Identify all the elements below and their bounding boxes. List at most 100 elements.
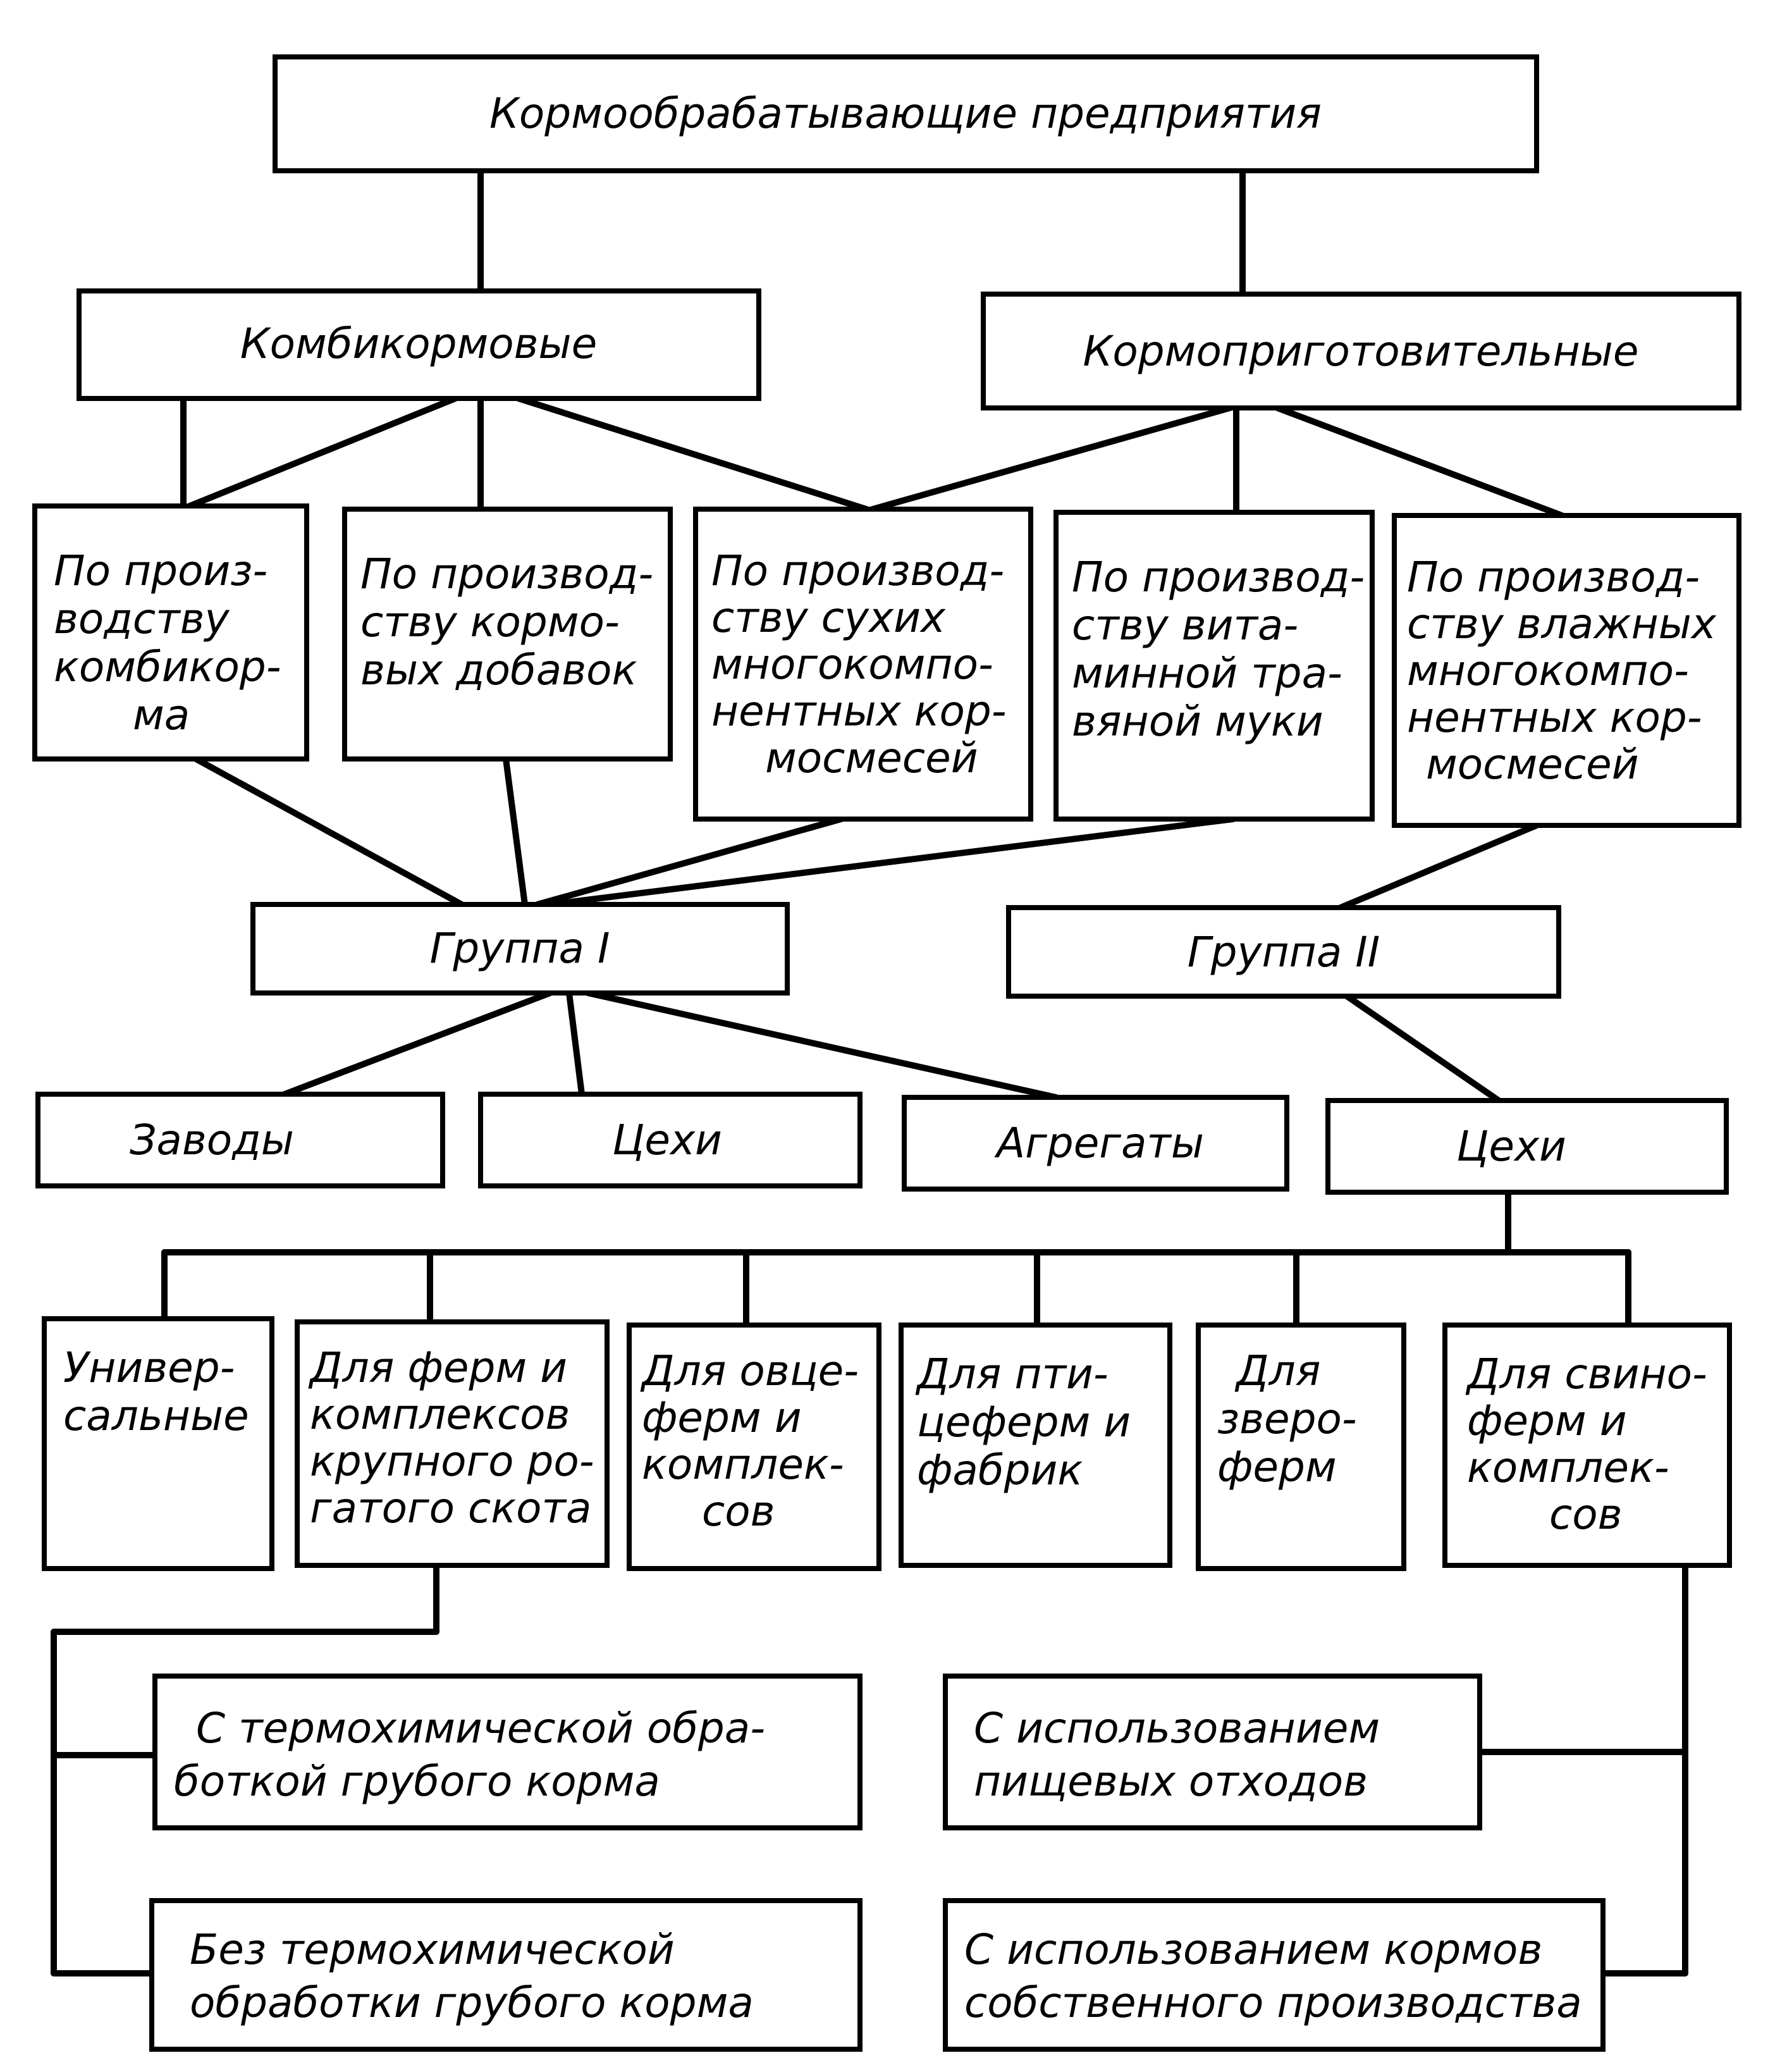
node-preparation: Кормоприготовительные: [981, 292, 1741, 410]
node-group-1: Группа I: [250, 902, 790, 996]
node-purpose-cattle-line: комплексов: [310, 1390, 570, 1439]
node-purpose-cattle: Для ферм и комплексов крупного ро- гатог…: [295, 1319, 610, 1568]
connector-line: [193, 756, 465, 908]
node-production-feed-additives-text: По производ- ству кормо- вых добавок: [360, 550, 666, 694]
node-production-dry-mixes-line: ству сухих: [711, 593, 946, 642]
node-combined-label: Комбикормовые: [240, 319, 598, 368]
node-purpose-poultry-line: Для пти-: [915, 1350, 1108, 1398]
connector-line: [869, 405, 1233, 512]
node-production-compound-feed: По произ- водству комбикор- ма: [32, 503, 309, 762]
node-production-wet-mixes-line: многокомпо-: [1407, 646, 1689, 695]
node-purpose-sheep-line: Для овце-: [640, 1347, 859, 1395]
node-production-grass-meal-line: ству вита-: [1072, 601, 1298, 650]
node-purpose-universal: Универ- сальные: [42, 1316, 274, 1571]
node-unit-workshops-group-2: Цехи: [1325, 1098, 1729, 1195]
node-production-wet-mixes-text: По производ- ству влажных многокомпо- не…: [1407, 553, 1729, 789]
node-purpose-pig-line: Для свино-: [1465, 1350, 1707, 1398]
node-purpose-sheep-line: ферм и: [642, 1393, 802, 1442]
connector-line: [547, 816, 1236, 908]
node-purpose-cattle-line: крупного ро-: [310, 1437, 594, 1486]
node-production-dry-mixes-line: многокомпо-: [711, 640, 993, 689]
node-pig-own-feed-line: собственного производства: [964, 1978, 1582, 2027]
node-production-compound-feed-text: По произ- водству комбикор- ма: [54, 546, 295, 739]
node-purpose-sheep-line: сов: [702, 1487, 775, 1536]
node-unit-workshops-group-2-label: Цехи: [1456, 1122, 1566, 1171]
node-unit-plants-label: Заводы: [130, 1116, 294, 1164]
node-purpose-universal-line: Универ-: [63, 1343, 235, 1392]
node-purpose-poultry-text: Для пти- цеферм и фабрик: [915, 1350, 1144, 1495]
connector-line: [1344, 993, 1502, 1104]
node-group-2: Группа II: [1006, 905, 1561, 999]
node-pig-food-waste-line: С использованием: [974, 1704, 1380, 1753]
node-production-grass-meal-line: вяной муки: [1072, 697, 1323, 746]
node-production-dry-mixes-line: мосмесей: [765, 734, 978, 782]
connector-line: [534, 816, 844, 908]
connector-line: [187, 395, 458, 509]
connector-line: [1337, 822, 1540, 911]
node-pig-own-feed-line: С использованием кормов: [964, 1925, 1542, 1974]
connector-line: [503, 756, 528, 908]
node-purpose-fur-farms-line: зверо-: [1217, 1395, 1357, 1443]
node-pig-own-feed-text: С использованием кормов собственного про…: [964, 1925, 1582, 2027]
node-purpose-cattle-text: Для ферм и комплексов крупного ро- гатог…: [308, 1343, 608, 1532]
node-purpose-fur-farms-line: Для: [1234, 1347, 1320, 1395]
node-purpose-pig-line: ферм и: [1467, 1397, 1627, 1445]
node-production-feed-additives-line: вых добавок: [360, 646, 637, 694]
node-group-1-label: Группа I: [430, 924, 610, 973]
node-cattle-no-thermochemical: Без термохимической обработки грубого ко…: [149, 1898, 863, 2052]
node-production-grass-meal: По производ- ству вита- минной тра- вяно…: [1053, 510, 1378, 822]
connector-line: [51, 1562, 439, 1976]
node-production-feed-additives: По производ- ству кормо- вых добавок: [342, 507, 673, 762]
node-purpose-pig: Для свино- ферм и комплек- сов: [1442, 1323, 1732, 1568]
node-purpose-pig-text: Для свино- ферм и комплек- сов: [1465, 1350, 1721, 1539]
node-pig-food-waste: С использованием пищевых отходов: [943, 1674, 1482, 1830]
node-purpose-universal-text: Универ- сальные: [63, 1343, 249, 1440]
node-production-dry-mixes: По производ- ству сухих многокомпо- нент…: [693, 507, 1033, 822]
node-production-wet-mixes-line: нентных кор-: [1407, 693, 1702, 742]
node-pig-food-waste-line: пищевых отходов: [974, 1757, 1368, 1806]
node-group-2-label: Группа II: [1188, 928, 1380, 977]
node-unit-plants: Заводы: [35, 1092, 445, 1188]
node-purpose-poultry-line: фабрик: [917, 1446, 1083, 1495]
node-purpose-universal-line: сальные: [63, 1391, 249, 1440]
node-top-label: Кормообрабатывающие предприятия: [489, 89, 1322, 138]
node-purpose-cattle-line: Для ферм и: [308, 1343, 567, 1392]
connector-line: [566, 990, 585, 1097]
node-cattle-thermochemical: С термохимической обра- боткой грубого к…: [152, 1674, 863, 1830]
node-unit-workshops-label: Цехи: [612, 1116, 722, 1164]
node-purpose-poultry-line: цеферм и: [917, 1398, 1131, 1446]
node-unit-aggregates-label: Агрегаты: [994, 1119, 1204, 1168]
node-production-dry-mixes-line: По производ-: [711, 546, 1004, 595]
node-production-wet-mixes-line: По производ-: [1407, 553, 1700, 601]
node-combined: Комбикормовые: [77, 288, 761, 401]
node-purpose-pig-line: сов: [1549, 1490, 1623, 1539]
node-production-dry-mixes-line: нентных кор-: [711, 687, 1007, 736]
node-production-feed-additives-line: По производ-: [360, 550, 653, 598]
node-production-compound-feed-line: водству: [54, 595, 230, 643]
node-unit-workshops: Цехи: [478, 1092, 863, 1188]
connector-line: [515, 395, 869, 512]
node-cattle-thermochemical-line: С термохимической обра-: [196, 1704, 765, 1753]
node-production-wet-mixes-line: ству влажных: [1407, 600, 1717, 648]
node-top: Кормообрабатывающие предприятия: [273, 54, 1539, 173]
node-cattle-no-thermochemical-line: обработки грубого корма: [190, 1978, 754, 2027]
node-cattle-thermochemical-line: боткой грубого корма: [174, 1757, 660, 1806]
node-purpose-pig-line: комплек-: [1467, 1443, 1669, 1492]
node-purpose-sheep-line: комплек-: [642, 1440, 844, 1489]
connector-line: [281, 990, 553, 1097]
node-purpose-sheep: Для овце- ферм и комплек- сов: [627, 1323, 881, 1571]
node-purpose-poultry: Для пти- цеферм и фабрик: [899, 1323, 1172, 1568]
node-purpose-cattle-line: гатого скота: [310, 1484, 591, 1532]
node-production-grass-meal-text: По производ- ству вита- минной тра- вяно…: [1072, 553, 1378, 746]
node-purpose-fur-farms-line: ферм: [1217, 1443, 1337, 1491]
connector-lines: [51, 168, 1688, 1976]
node-cattle-thermochemical-text: С термохимической обра- боткой грубого к…: [174, 1704, 778, 1806]
node-production-dry-mixes-text: По производ- ству сухих многокомпо- нент…: [711, 546, 1020, 782]
node-production-grass-meal-line: минной тра-: [1072, 649, 1342, 698]
connector-line: [1274, 405, 1565, 519]
node-pig-food-waste-text: С использованием пищевых отходов: [974, 1704, 1393, 1806]
connector-line: [585, 990, 1059, 1101]
node-pig-own-feed: С использованием кормов собственного про…: [943, 1898, 1606, 2052]
node-purpose-sheep-text: Для овце- ферм и комплек- сов: [640, 1347, 872, 1536]
